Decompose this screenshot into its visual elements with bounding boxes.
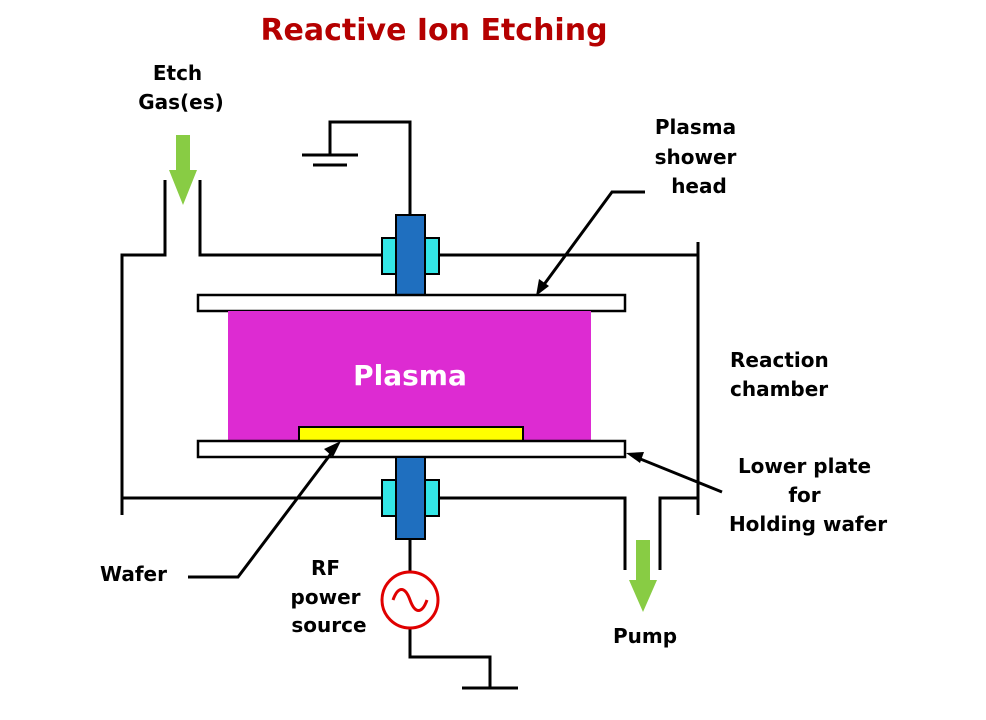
upper-insulator-left [381, 237, 397, 275]
plasma-label: Plasma [353, 359, 467, 392]
etch-gas-label: Etch Gas(es) [138, 61, 224, 114]
plasma-region [228, 311, 591, 441]
lower-insulator-right [424, 479, 440, 517]
pump-arrow [629, 540, 657, 612]
wafer [298, 426, 524, 442]
reaction-chamber-label: Reaction chamber [730, 348, 836, 401]
pump-label: Pump [613, 624, 677, 648]
plasma-shower-head [196, 293, 627, 313]
wafer-label: Wafer [100, 562, 167, 586]
shower-head-label: Plasma shower head [655, 115, 744, 198]
lower-plate-label: Lower plate for Holding wafer [729, 454, 887, 536]
rf-wire [408, 539, 518, 690]
etch-gas-arrow [169, 135, 197, 205]
reaction-chamber [120, 180, 700, 570]
lower-electrode [395, 456, 426, 540]
lower-plate-arrowhead [626, 452, 644, 463]
lower-plate [196, 439, 627, 459]
shower-head-arrowhead [536, 279, 549, 296]
leader-lines [188, 190, 723, 579]
diagram-title: Reactive Ion Etching [260, 13, 607, 48]
upper-electrode [395, 214, 426, 296]
rf-source-icon [380, 570, 440, 630]
upper-insulator-right [424, 237, 440, 275]
ground-symbol-top [302, 120, 412, 215]
lower-insulator-left [381, 479, 397, 517]
rf-source-label: RF power source [291, 556, 368, 637]
wafer-arrowhead [324, 441, 341, 457]
